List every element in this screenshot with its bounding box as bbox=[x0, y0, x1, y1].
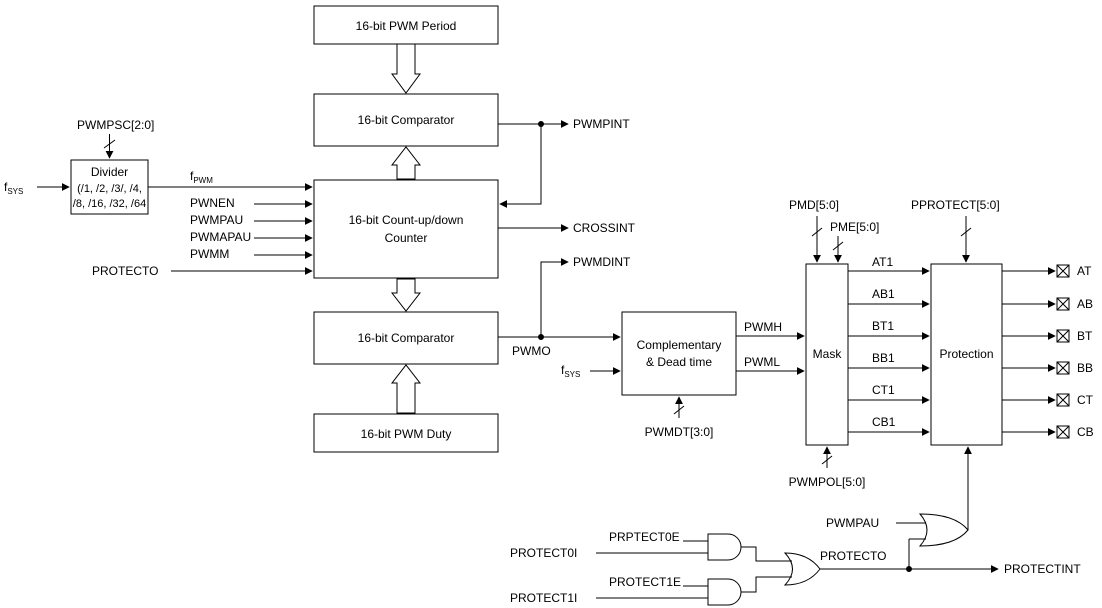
comparator-top-label: 16-bit Comparator bbox=[358, 113, 455, 127]
pwmh-label: PWMH bbox=[744, 320, 782, 334]
protection-label: Protection bbox=[939, 347, 993, 361]
divider-line2: /8, /16, /32, /64 bbox=[73, 198, 146, 210]
divider-line1: (/1, /2, /3/, /4, bbox=[77, 183, 142, 195]
pwmapau-label: PWMAPAU bbox=[190, 230, 251, 244]
pwmpau-gate-label: PWMPAU bbox=[826, 516, 879, 530]
crossint-label: CROSSINT bbox=[573, 221, 636, 235]
mask-out-bb1: BB1 bbox=[872, 351, 895, 365]
fsys-label: fSYS bbox=[4, 180, 23, 196]
fpwm-label: fPWM bbox=[190, 169, 213, 185]
mask-label: Mask bbox=[813, 347, 843, 361]
pwm-period-block bbox=[313, 5, 499, 45]
mask-out-bt1: BT1 bbox=[872, 319, 894, 333]
divider-title: Divider bbox=[91, 165, 128, 179]
protecto-output-label: PROTECTO bbox=[820, 549, 886, 563]
pwml-label: PWML bbox=[744, 355, 780, 369]
pwmo-label: PWMO bbox=[512, 344, 551, 358]
protect1e-label: PROTECT1E bbox=[609, 575, 681, 589]
or-gate-protect bbox=[783, 552, 821, 586]
pwmpol-label: PWMPOL[5:0] bbox=[789, 475, 866, 489]
duty-to-comparator-bus bbox=[390, 364, 422, 414]
pin-bt-label: BT bbox=[1077, 329, 1093, 343]
pwnen-label: PWNEN bbox=[190, 196, 235, 210]
divider-block bbox=[70, 159, 149, 215]
protect0i-label: PROTECT0I bbox=[510, 546, 577, 560]
pwmdint-label: PWMDINT bbox=[573, 255, 631, 269]
pwmm-label: PWMM bbox=[190, 247, 229, 261]
pin-at-label: AT bbox=[1077, 264, 1092, 278]
pin-bb-label: BB bbox=[1077, 361, 1093, 375]
counter-to-comparator-top-bus bbox=[390, 146, 422, 180]
pwmpsc-label: PWMPSC[2:0] bbox=[77, 118, 154, 132]
pwm-period-label: 16-bit PWM Period bbox=[356, 19, 457, 33]
pprotect-label: PPROTECT[5:0] bbox=[911, 198, 1000, 212]
counter-label-line1: 16-bit Count-up/down bbox=[349, 213, 464, 227]
prptect0e-label: PRPTECT0E bbox=[609, 530, 680, 544]
pmd-label: PMD[5:0] bbox=[789, 198, 839, 212]
pme-label: PME[5:0] bbox=[830, 220, 879, 234]
pin-cb-label: CB bbox=[1077, 425, 1094, 439]
pwmpint-label: PWMPINT bbox=[573, 117, 630, 131]
and-gate-1 bbox=[707, 578, 742, 606]
pwm-duty-block bbox=[313, 413, 499, 453]
mask-out-at1: AT1 bbox=[872, 255, 893, 269]
protection-block bbox=[930, 263, 1003, 446]
mask-out-ct1: CT1 bbox=[872, 383, 895, 397]
mask-block bbox=[805, 263, 849, 446]
fsys2-label: fSYS bbox=[561, 363, 580, 379]
or-gate-pwmpau bbox=[918, 513, 969, 547]
complementary-label-line2: & Dead time bbox=[646, 355, 712, 369]
protectint-label: PROTECTINT bbox=[1004, 562, 1081, 576]
mask-out-cb1: CB1 bbox=[872, 415, 896, 429]
pwmdt-label: PWMDT[3:0] bbox=[645, 425, 714, 439]
complementary-block bbox=[621, 311, 737, 396]
protect1i-label: PROTECT1I bbox=[510, 591, 577, 605]
comparator-bottom-block bbox=[313, 311, 499, 365]
period-to-comparator-bus bbox=[391, 43, 421, 94]
pin-ct-label: CT bbox=[1077, 393, 1094, 407]
protecto-input-label: PROTECTO bbox=[92, 264, 158, 278]
counter-to-comparator-bottom-bus bbox=[390, 278, 422, 312]
complementary-label-line1: Complementary bbox=[637, 338, 722, 352]
pwmpau-input-label: PWMPAU bbox=[190, 213, 243, 227]
comparator-top-block bbox=[313, 93, 499, 147]
pin-ab-label: AB bbox=[1077, 297, 1093, 311]
pwm-duty-label: 16-bit PWM Duty bbox=[361, 427, 452, 441]
and-gate-0 bbox=[707, 533, 742, 561]
comparator-bottom-label: 16-bit Comparator bbox=[358, 331, 455, 345]
mask-out-ab1: AB1 bbox=[872, 287, 895, 301]
counter-label-line2: Counter bbox=[385, 231, 428, 245]
counter-block bbox=[313, 179, 499, 279]
